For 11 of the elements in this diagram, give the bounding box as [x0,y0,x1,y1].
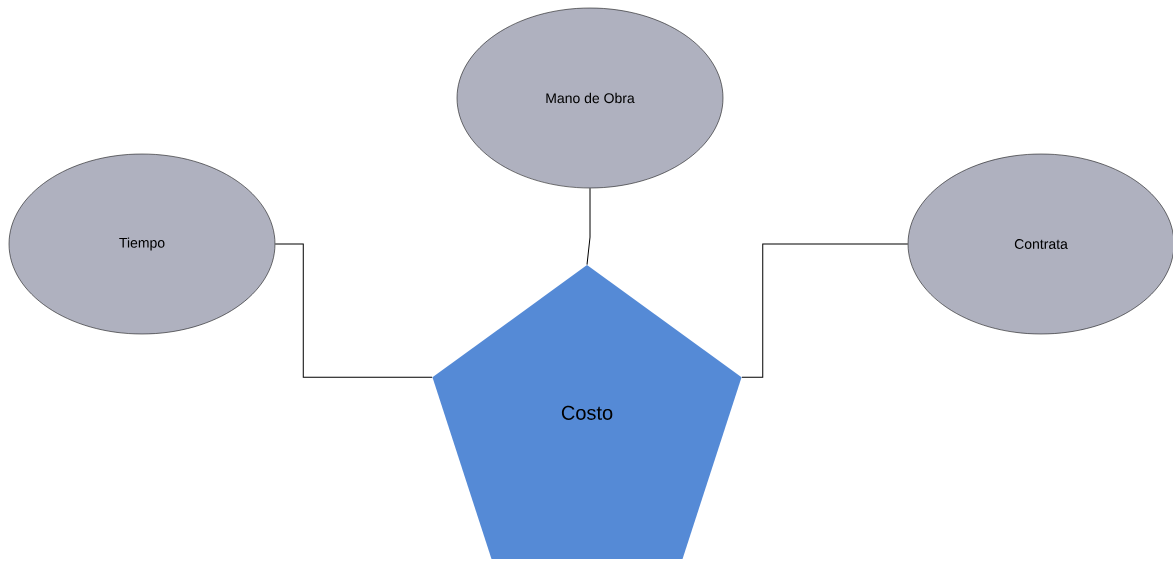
connector-line [586,187,591,266]
ellipse-node [907,153,1173,335]
node-label: Tiempo [119,237,165,251]
connector-line [274,243,433,378]
pentagon-node [432,265,742,559]
ellipse-node [8,153,276,335]
connector-line [741,243,909,378]
ellipse-node [456,7,724,189]
node-label: Mano de Obra [546,92,635,104]
node-label: Contrata [1014,239,1068,249]
node-label: Costo [561,405,613,420]
